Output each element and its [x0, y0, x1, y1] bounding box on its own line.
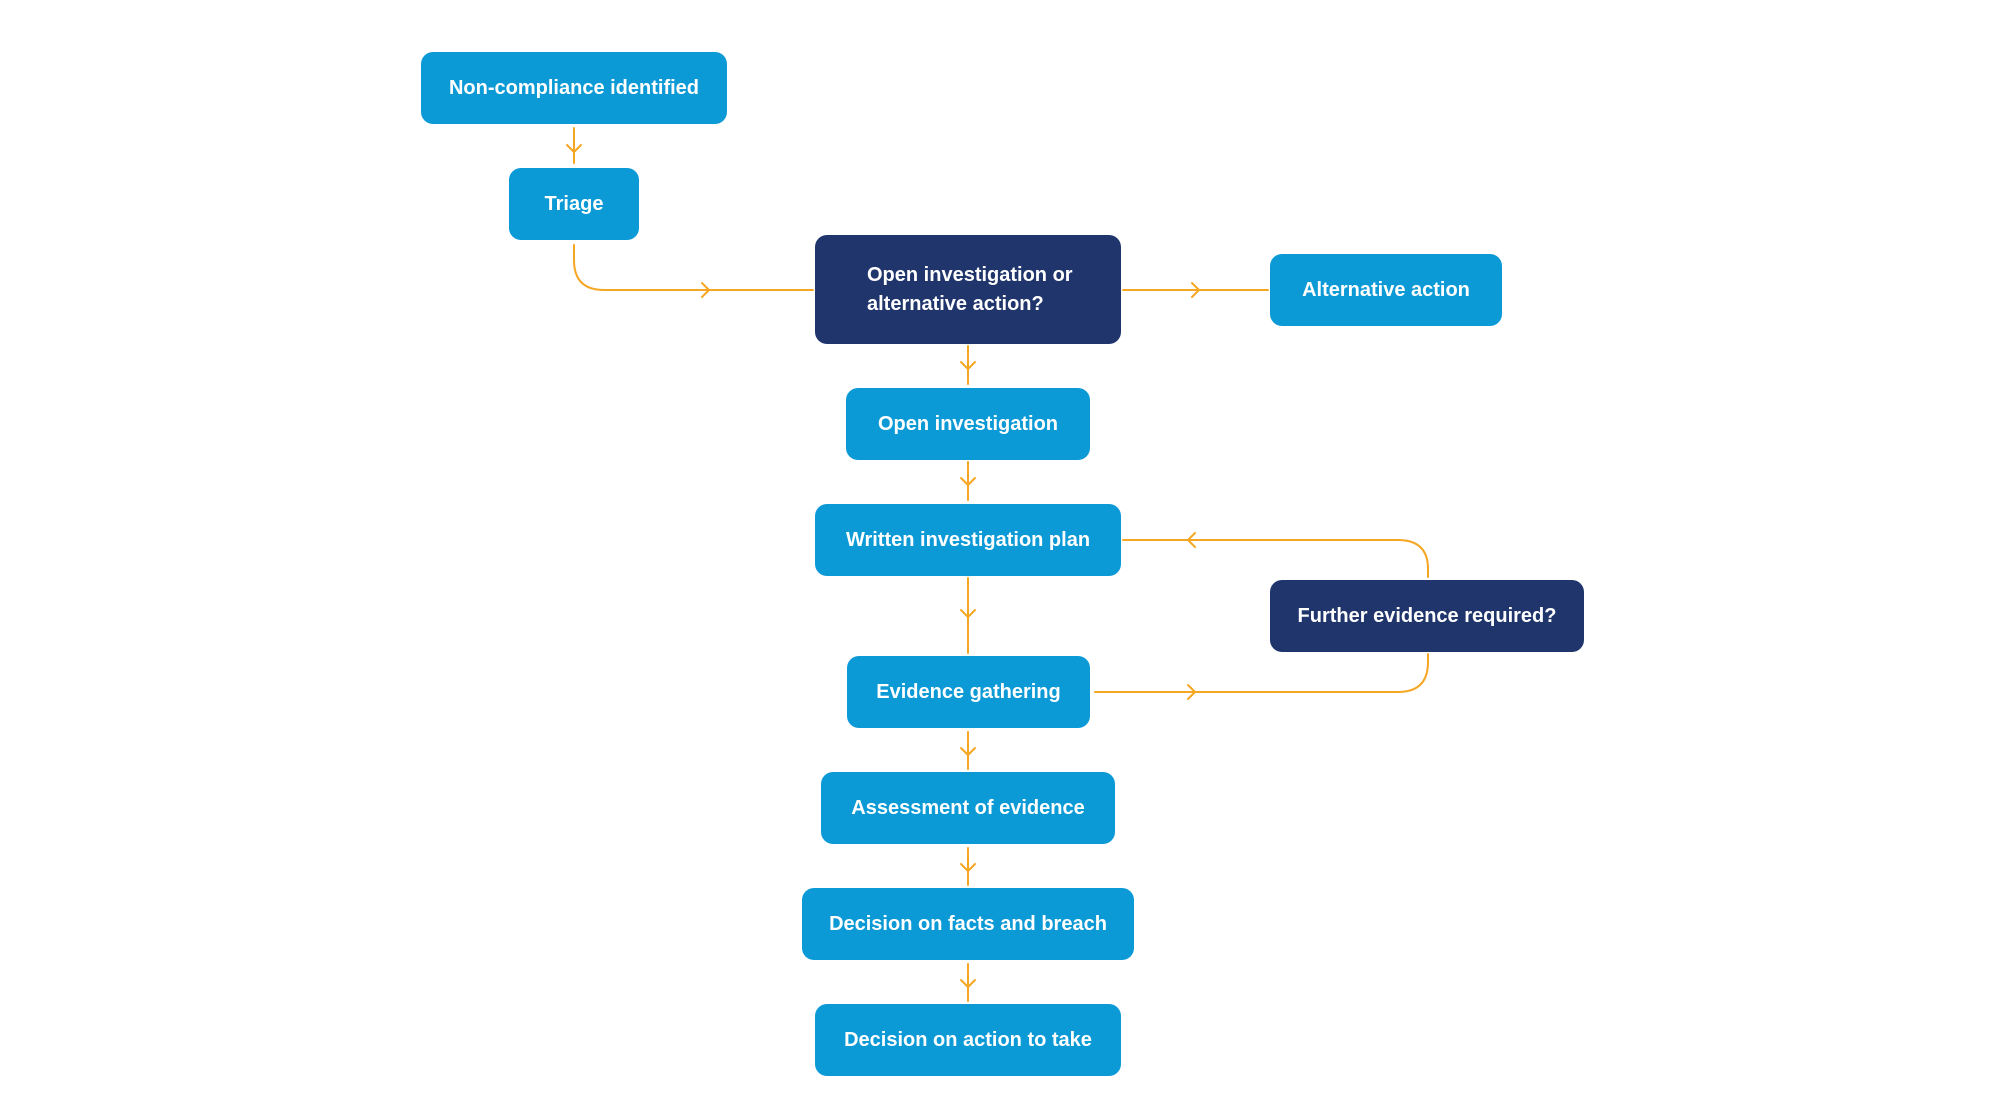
connector-evidence-assessment — [960, 731, 976, 770]
node-decision-on-facts-and-breach: Decision on facts and breach — [802, 888, 1134, 960]
node-label: Evidence gathering — [876, 680, 1061, 703]
node-label: Open investigation or alternative action… — [867, 263, 1073, 315]
node-further-evidence-required: Further evidence required? — [1270, 580, 1584, 652]
node-written-investigation-plan: Written investigation plan — [815, 504, 1121, 576]
node-non-compliance-identified: Non-compliance identified — [421, 52, 727, 124]
node-triage: Triage — [509, 168, 639, 240]
node-label: Triage — [544, 192, 604, 215]
node-label: Non-compliance identified — [448, 76, 700, 99]
node-decision-open-or-alternative: Open investigation or alternative action… — [815, 235, 1121, 344]
connector-plan-evidence — [960, 577, 976, 654]
node-open-investigation: Open investigation — [846, 388, 1090, 460]
node-decision-on-action-to-take: Decision on action to take — [815, 1004, 1121, 1076]
node-label: Decision on action to take — [844, 1028, 1092, 1051]
connector-decision-open — [960, 345, 976, 385]
connector-assessment-facts — [960, 847, 976, 886]
node-label: Further evidence required? — [1297, 604, 1557, 627]
connector-open-plan — [960, 461, 976, 501]
node-assessment-of-evidence: Assessment of evidence — [821, 772, 1115, 844]
node-alternative-action: Alternative action — [1270, 254, 1502, 326]
connector-noncompliance-triage — [566, 127, 582, 164]
connector-further-plan — [1122, 532, 1429, 578]
connector-decision-alternative — [1122, 282, 1269, 298]
node-label: Assessment of evidence — [851, 796, 1085, 819]
node-label: Alternative action — [1302, 278, 1470, 301]
connector-triage-decision — [573, 244, 814, 298]
node-label: Open investigation — [877, 412, 1059, 435]
node-label: Written investigation plan — [845, 528, 1091, 551]
node-evidence-gathering: Evidence gathering — [847, 656, 1090, 728]
connector-evidence-further — [1094, 653, 1429, 700]
connector-facts-action — [960, 963, 976, 1002]
node-label: Decision on facts and breach — [829, 912, 1107, 935]
